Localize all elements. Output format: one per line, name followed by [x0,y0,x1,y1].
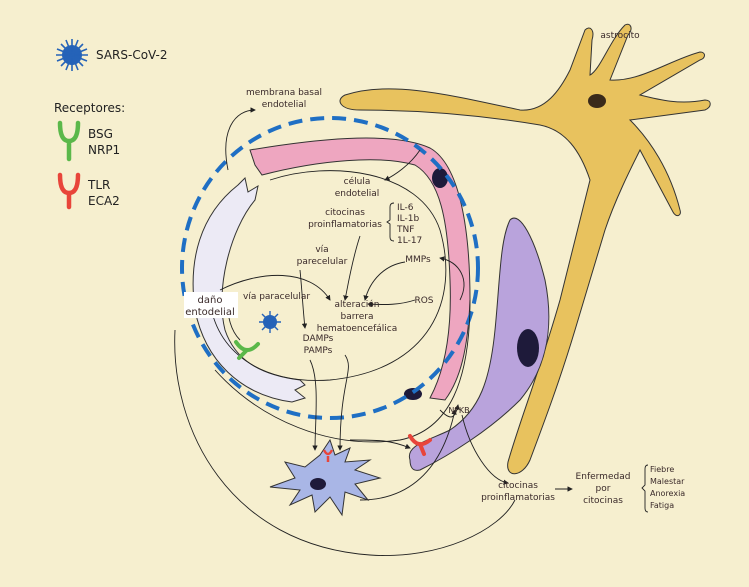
citocinas-bottom-2: proinflamatorias [481,493,555,503]
pericyte [408,217,550,471]
pamps-label: PAMPs [304,346,333,356]
celula-label-2: endotelial [335,189,380,199]
receptors-title: Receptores: [54,101,125,115]
tnf: TNF [396,225,414,235]
enfermedad-3: citocinas [583,496,623,506]
virus-legend-icon [56,39,88,71]
astrocyte [339,23,711,475]
mmps-label: MMPs [405,255,431,265]
symptom-malestar: Malestar [650,477,685,486]
symptom-fiebre: Fiebre [650,465,674,474]
astrocyte-nucleus [588,94,606,108]
enfermedad-1: Enfermedad [576,472,631,482]
green-receptor-icon [57,120,81,162]
bsg-receptor-icon [234,340,260,360]
via-parecelular-1: vía [315,245,328,255]
il-1b: IL-1b [397,214,419,224]
legend-tlr: TLR [87,178,110,192]
alteracion-3: hematoencefálica [317,324,397,334]
legend-nrp1: NRP1 [88,143,120,157]
basal-membrane [180,116,480,420]
alteracion-2: barrera [340,312,373,322]
enfermedad-2: por [596,484,611,494]
virus-icon [259,311,281,333]
membrana-label-1: membrana basal [246,88,322,98]
citocinas-top-2: proinflamatorias [308,220,382,230]
damps-label: DAMPs [303,334,334,344]
dano-label-2: entodelial [185,307,235,318]
dano-label-bg [184,292,238,318]
citocinas-top-1: citocinas [325,208,365,218]
red-receptor-icon [57,172,81,210]
dano-label-1: daño [198,295,223,306]
il-17: 1L-17 [397,236,422,246]
microglia [269,438,382,517]
via-parecelular-2: parecelular [297,257,348,267]
damaged-endothelium [192,176,307,403]
ros-label: ROS [414,296,433,306]
alteracion-1: alteración [335,299,380,310]
citocinas-bottom-1: citocinas [498,481,538,491]
symptom-anorexia: Anorexia [650,489,685,498]
membrana-label-2: endotelial [262,100,307,110]
astrocito-label: astrocito [600,31,640,41]
legend-bsg: BSG [88,127,113,141]
tlr-receptor-icon [408,434,432,456]
celula-label-1: célula [344,176,371,187]
virus-legend-label: SARS-CoV-2 [96,48,168,62]
via-paracelular-label: vía paracelular [243,292,310,302]
il-6: IL-6 [397,203,414,213]
symptom-fatiga: Fatiga [650,501,674,510]
nfkb-label: NFKB [448,406,469,415]
legend-eca2: ECA2 [88,194,120,208]
